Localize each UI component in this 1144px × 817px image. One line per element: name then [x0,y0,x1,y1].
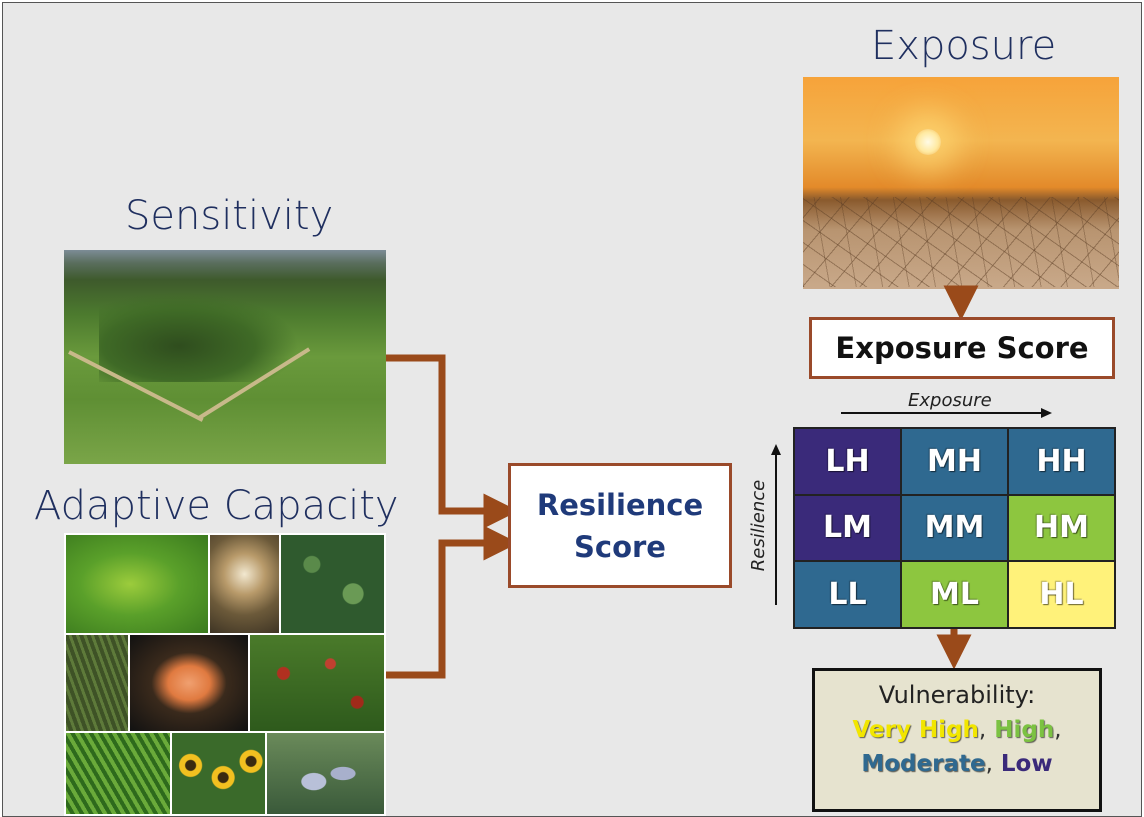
adaptive-capacity-heading: Adaptive Capacity [34,483,399,529]
moss-leaves-photo [281,535,384,633]
drought-photo [803,77,1119,289]
vulnerability-low: Low [1000,751,1053,777]
vulnerability-box: Vulnerability: Very High, High, Moderate… [812,668,1102,812]
sun-icon [915,129,941,155]
vulnerability-separator: , [1054,717,1062,743]
matrix-cell-hl: HL [1008,561,1115,628]
resilience-score-line1: Resilience [536,487,704,522]
matrix-cell-ll: LL [794,561,901,628]
vulnerability-moderate: Moderate [861,751,986,777]
vulnerability-title: Vulnerability: [878,681,1036,709]
sensitivity-heading: Sensitivity [125,193,334,239]
exposure-axis-arrowhead [1041,408,1052,418]
vulnerability-separator: , [978,717,987,743]
matrix-cell-mh: MH [901,428,1008,495]
exposure-heading: Exposure [871,23,1057,69]
plant-species-collage [64,533,386,816]
resilience-score-line2: Score [574,529,666,564]
adaptive-capacity-arrow [386,525,519,679]
matrix-cell-hh: HH [1008,428,1115,495]
willow-catkin-photo [210,535,279,633]
red-moss-photo [250,635,384,731]
ginkgo-leaf-photo [66,535,208,633]
matrix-cell-mm: MM [901,494,1008,562]
orchid-photo [130,635,248,731]
vulnerability-matrix: LH MH HH LM MM HM LL ML HL [793,427,1116,629]
cycad-photo [66,635,128,731]
resilience-axis-arrowhead [771,444,781,455]
matrix-cell-lm: LM [794,494,901,562]
resilience-axis-label: Resilience [748,479,770,572]
exposure-score-label: Exposure Score [835,331,1089,365]
exposure-axis-label: Exposure [908,390,992,411]
sunflower-photo [172,733,265,814]
exposure-score-box: Exposure Score [809,317,1115,379]
matrix-cell-lh: LH [794,428,901,495]
vulnerability-separator: , [985,751,993,777]
matrix-cell-hm: HM [1008,494,1115,562]
sensitivity-arrow [386,354,519,529]
fir-cones-photo [267,733,384,814]
deforestation-photo [64,250,386,464]
vulnerability-very-high: Very High [852,717,979,743]
matrix-cell-ml: ML [901,561,1008,628]
fern-photo [66,733,170,814]
vulnerability-high: High [994,717,1055,743]
